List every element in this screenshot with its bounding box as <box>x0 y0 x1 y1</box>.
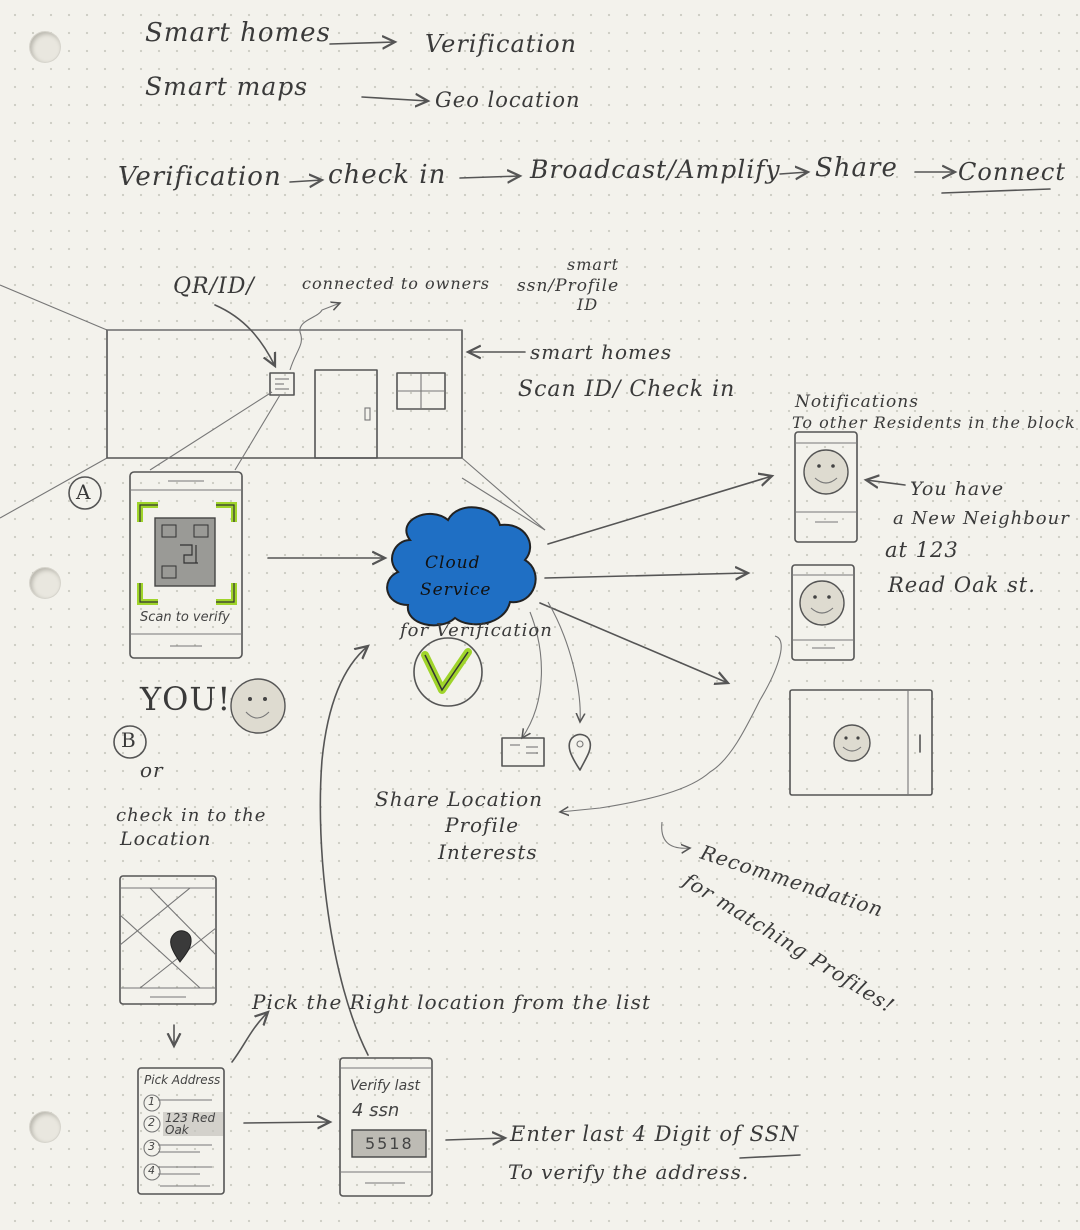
arrow-homes-verification <box>329 42 395 44</box>
flow-step-share: Share <box>815 153 898 183</box>
neighbour-msg-3: at 123 <box>885 538 959 562</box>
marker-a-circle <box>68 476 102 510</box>
pick-item-4: 4 <box>148 1164 155 1177</box>
room-back-wall <box>106 329 463 459</box>
neighbour-face-2 <box>799 580 845 626</box>
phone-qr-code <box>154 517 216 587</box>
marker-b-circle <box>113 725 147 759</box>
header-smart-homes: Smart homes <box>145 18 331 48</box>
neighbour-face-1 <box>803 449 849 495</box>
smart-label: smart <box>567 255 619 274</box>
verify-title-2: 4 ssn <box>352 1100 400 1121</box>
wall-qr-code <box>269 372 295 396</box>
share-line-2: Profile <box>445 813 520 837</box>
or-label: or <box>140 758 164 782</box>
neighbour-msg-2: a New Neighbour <box>893 508 1070 529</box>
share-line-1: Share Location <box>375 787 544 811</box>
binder-hole-bottom <box>30 1112 60 1142</box>
notifications-subtitle: To other Residents in the block <box>792 413 1076 432</box>
location-pin-icon <box>568 733 592 771</box>
cloud-label-1: Cloud <box>425 553 481 573</box>
connect-underline <box>941 188 1051 194</box>
pick-address-title: Pick Address <box>144 1073 221 1087</box>
flow-step-broadcast: Broadcast/Amplify <box>530 155 781 184</box>
arrow-flow-3 <box>779 172 808 174</box>
neighbour-msg-4: Read Oak st. <box>888 573 1036 597</box>
you-label: YOU! <box>140 680 232 718</box>
cloud-caption: for Verification <box>400 620 553 641</box>
room-ceiling-left <box>0 284 108 331</box>
verification-check-circle <box>413 637 483 707</box>
arrow-flow-2 <box>459 176 520 178</box>
flow-step-check-in: check in <box>328 160 447 190</box>
scan-bracket-tr <box>216 502 237 522</box>
pick-address-selected <box>163 1112 223 1136</box>
verify-note-1: Enter last 4 Digit of SSN <box>510 1122 800 1146</box>
verify-phone <box>339 1057 433 1197</box>
share-line-3: Interests <box>438 840 538 864</box>
pick-item-2-text[interactable]: 123 Red Oak <box>165 1111 216 1137</box>
cloud-label-2: Service <box>420 580 492 600</box>
header-geo-location: Geo location <box>435 88 581 112</box>
cloud-shape <box>386 506 537 627</box>
scan-check-in-label: Scan ID/ Check in <box>518 377 736 402</box>
binder-hole-top <box>30 32 60 62</box>
id-label: ID <box>577 295 599 314</box>
map-pin-icon <box>170 930 192 963</box>
pick-item-2: 2 <box>148 1116 155 1129</box>
ssn-profile-label: ssn/Profile <box>517 276 620 296</box>
flow-step-verification: Verification <box>118 162 282 192</box>
header-verification: Verification <box>425 30 578 58</box>
room-door <box>314 369 378 459</box>
scan-bracket-br <box>216 583 237 605</box>
verify-title-1: Verify last <box>350 1078 420 1094</box>
pick-location-note: Pick the Right location from the list <box>252 990 651 1014</box>
marker-b: B <box>121 728 137 752</box>
pick-item-1: 1 <box>148 1095 155 1108</box>
notification-tablet <box>789 689 933 796</box>
phone-a-caption: Scan to verify <box>140 610 230 625</box>
room-floor-right <box>461 457 546 531</box>
flow-step-connect: Connect <box>958 158 1067 186</box>
notification-phone-2 <box>791 564 855 661</box>
ssn-input-box <box>351 1129 427 1158</box>
checkin-line-2: Location <box>120 828 212 850</box>
smart-homes-label: smart homes <box>530 340 673 364</box>
neighbour-msg-1: You have <box>910 478 1005 500</box>
phone-a-frame <box>129 471 243 659</box>
profile-card-icon <box>501 737 545 767</box>
neighbour-face-3 <box>833 724 871 762</box>
pick-item-3: 3 <box>148 1140 155 1153</box>
header-smart-maps: Smart maps <box>145 72 309 101</box>
notification-phone-1 <box>794 431 858 543</box>
map-phone-frame <box>119 875 217 1005</box>
connected-label: connected to owners <box>302 274 490 293</box>
pick-address-phone <box>137 1067 225 1195</box>
ssn-code[interactable]: 5518 <box>365 1134 414 1153</box>
room-floor-left <box>0 457 108 519</box>
verify-note-2: To verify the address. <box>508 1160 750 1184</box>
binder-hole-middle <box>30 568 60 598</box>
arrow-maps-geo <box>361 97 428 101</box>
notifications-title: Notifications <box>795 392 919 412</box>
qr-id-label: QR/ID/ <box>173 274 255 299</box>
marker-a: A <box>76 480 92 504</box>
arrow-flow-1 <box>289 180 322 182</box>
checkin-line-1: check in to the <box>116 805 267 826</box>
you-face <box>230 678 286 734</box>
